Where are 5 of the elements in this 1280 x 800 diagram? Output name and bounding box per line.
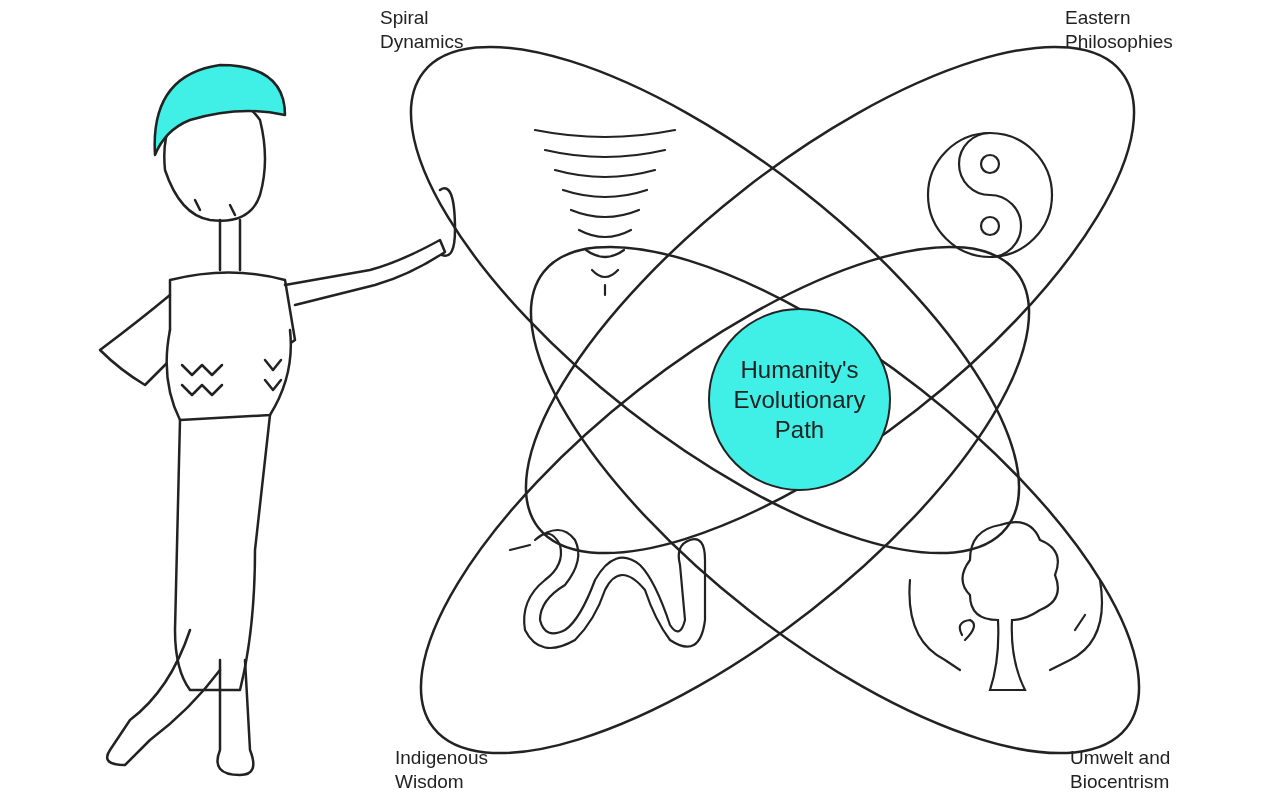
region-label: Umwelt and Biocentrism <box>1070 746 1172 794</box>
region-label: Eastern Philosophies <box>1065 6 1174 54</box>
center-label: Humanity's Evolutionary Path <box>732 354 867 445</box>
region-label: Spiral Dynamics <box>380 6 465 54</box>
region-label: Indigenous Wisdom <box>395 746 489 794</box>
